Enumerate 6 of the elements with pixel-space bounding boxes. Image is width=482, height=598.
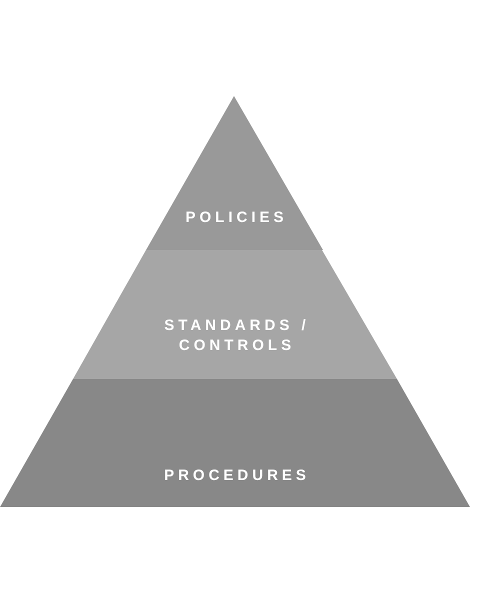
- pyramid-tier: [0, 379, 470, 507]
- pyramid-tier: [146, 96, 323, 250]
- pyramid-tier: [73, 250, 397, 379]
- tier-label: POLICIES: [184, 208, 288, 228]
- tier-label: PROCEDURES: [163, 466, 311, 486]
- tier-label: STANDARDS / CONTROLS: [163, 316, 311, 356]
